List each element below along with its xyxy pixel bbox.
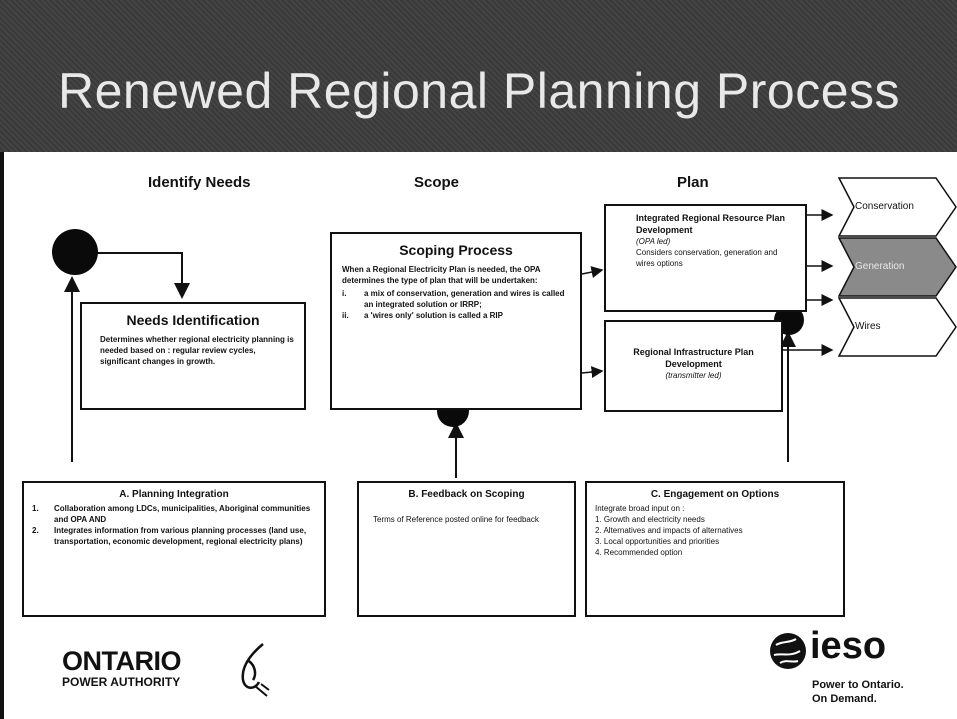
ieso-tagline-1: Power to Ontario.: [812, 679, 904, 691]
planning-integration-item: 2.Integrates information from various pl…: [32, 526, 307, 546]
engagement-intro: Integrate broad input on :: [595, 504, 685, 513]
opa-logo: ONTARIO POWER AUTHORITY: [62, 646, 182, 690]
ieso-logo-name: ieso: [810, 625, 887, 667]
irrp-title: Integrated Regional Resource Plan Develo…: [636, 213, 786, 235]
wires-chevron: [838, 297, 957, 357]
ieso-globe-icon: [770, 633, 806, 669]
column-heading-identify: Identify Needs: [148, 174, 251, 191]
needs-identification-box: Needs Identification Determines whether …: [80, 302, 306, 410]
engagement-options-box: C. Engagement on Options Integrate broad…: [585, 481, 845, 617]
irrp-body: Considers conservation, generation and w…: [636, 248, 778, 268]
output-conservation: Conservation: [855, 201, 914, 212]
output-chevrons: [838, 177, 957, 357]
opa-logo-subtitle: POWER AUTHORITY: [62, 675, 181, 689]
rip-lead: (transmitter led): [665, 371, 722, 380]
column-heading-plan: Plan: [677, 174, 709, 191]
planning-integration-item: 1.Collaboration among LDCs, municipaliti…: [32, 504, 311, 524]
rip-title: Regional Infrastructure Plan Development: [633, 347, 754, 369]
scoping-process-box: Scoping Process When a Regional Electric…: [330, 232, 582, 410]
column-heading-scope: Scope: [414, 174, 460, 191]
engagement-item: 1. Growth and electricity needs: [595, 515, 705, 524]
ieso-tagline-2: On Demand.: [812, 693, 877, 705]
needs-identification-body: Determines whether regional electricity …: [100, 335, 294, 366]
generation-chevron: [838, 237, 957, 297]
process-start-dot: [52, 229, 98, 275]
conservation-chevron: [838, 177, 957, 237]
scoping-item: i.a mix of conservation, generation and …: [342, 289, 565, 309]
feedback-scoping-box: B. Feedback on Scoping Terms of Referenc…: [357, 481, 576, 617]
opa-plug-icon: [241, 643, 270, 697]
irrp-box: Integrated Regional Resource Plan Develo…: [604, 204, 807, 312]
irrp-lead: (OPA led): [636, 237, 671, 246]
scoping-item: ii.a 'wires only' solution is called a R…: [342, 311, 503, 320]
left-border: [0, 152, 4, 719]
engagement-title: C. Engagement on Options: [650, 489, 780, 500]
feedback-scoping-title: B. Feedback on Scoping: [408, 489, 525, 500]
feedback-scoping-body: Terms of Reference posted online for fee…: [373, 515, 539, 524]
engagement-item: 3. Local opportunities and priorities: [595, 537, 720, 546]
scoping-process-title: Scoping Process: [399, 242, 513, 258]
title-banner: [0, 0, 957, 152]
output-wires: Wires: [855, 321, 881, 332]
engagement-item: 2. Alternatives and impacts of alternati…: [595, 526, 743, 535]
engagement-item: 4. Recommended option: [595, 548, 683, 557]
scoping-intro: When a Regional Electricity Plan is need…: [342, 265, 541, 285]
page-title: Renewed Regional Planning Process: [58, 63, 901, 119]
planning-integration-title: A. Planning Integration: [119, 489, 229, 500]
planning-integration-box: A. Planning Integration 1.Collaboration …: [22, 481, 326, 617]
needs-identification-title: Needs Identification: [126, 312, 260, 328]
output-generation: Generation: [855, 261, 905, 272]
opa-logo-name: ONTARIO: [62, 646, 182, 676]
rip-box: Regional Infrastructure Plan Development…: [604, 320, 783, 412]
